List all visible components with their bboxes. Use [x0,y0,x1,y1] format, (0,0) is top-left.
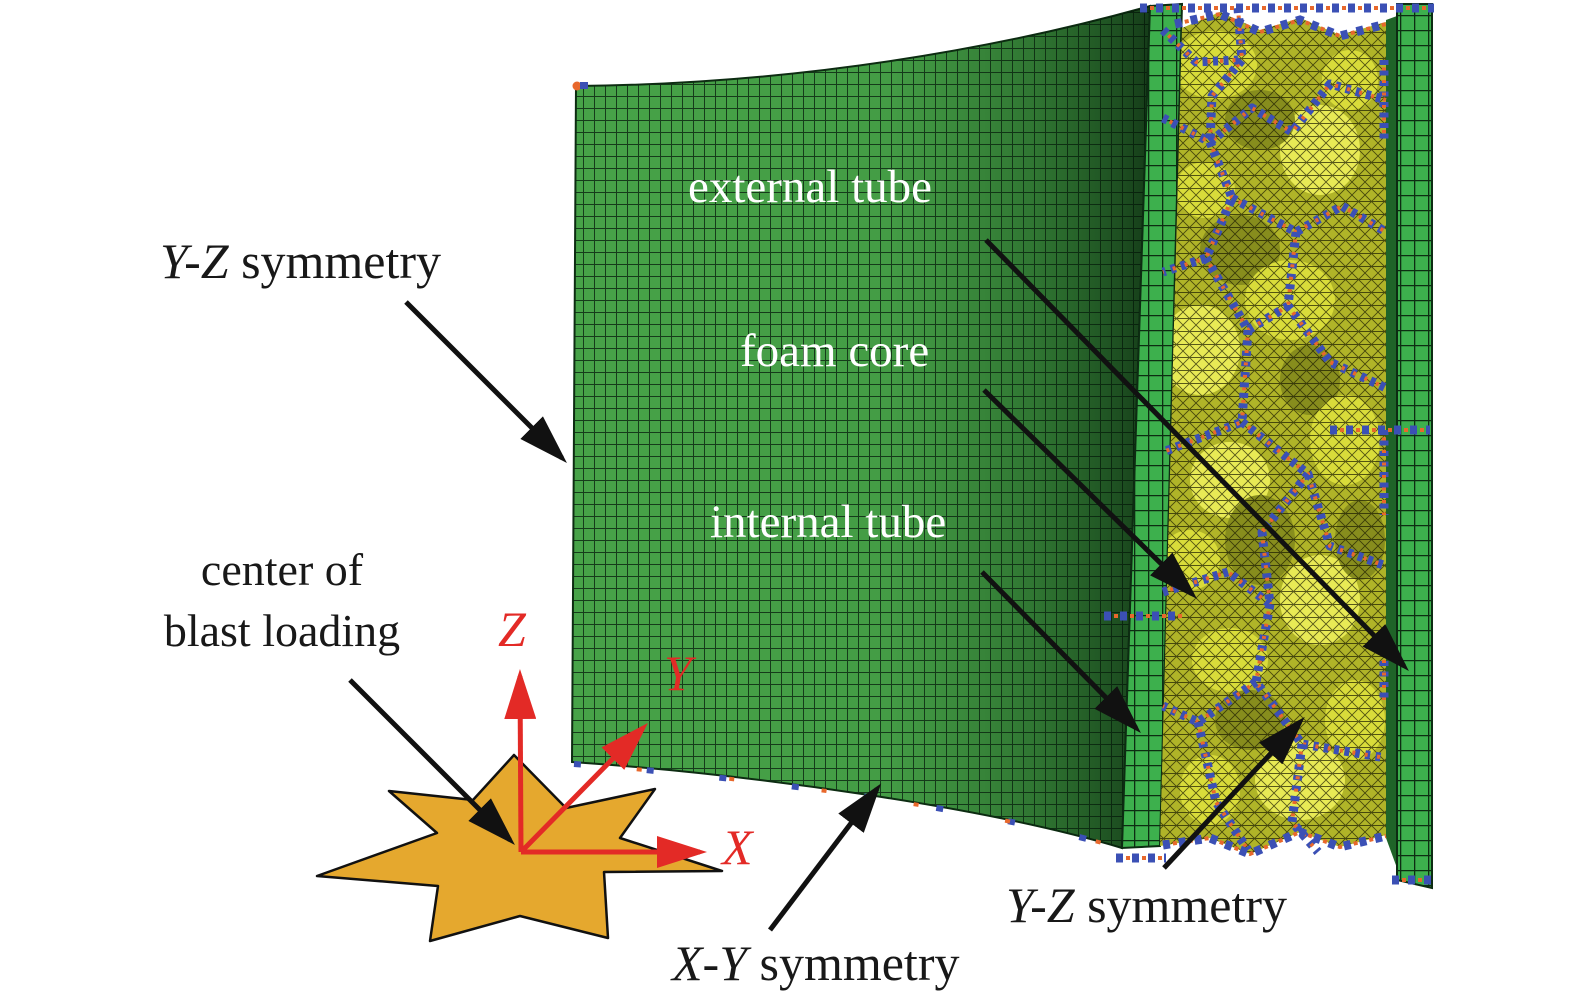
arrow-internal-tube [980,570,1141,733]
label-blast-center-line2: blast loading [163,604,401,656]
arrow-external-tube [984,238,1409,671]
arrow-foam-core [982,388,1197,599]
label-external-tube: external tube [688,161,933,213]
z-axis [504,669,537,853]
label-blast-center-line1: center of [200,544,364,595]
label-blast-center: center of blast loading [122,540,442,661]
tube-panel-mesh [570,4,1152,850]
arrow-yz-symmetry-bottom [1162,716,1305,870]
label-foam-core: foam core [740,325,930,377]
annotation-arrows [348,238,1409,932]
arrow-yz-symmetry-top [404,300,567,463]
label-internal-tube: internal tube [710,496,947,548]
y-axis [519,723,648,854]
arrow-xy-symmetry [768,783,882,932]
label-yz-symmetry-top: Y-Z symmetry [160,233,442,289]
arrow-blast-center [348,678,515,845]
label-yz-symmetry-bottom: Y-Z symmetry [1006,877,1288,933]
axis-label-y: Y [664,645,692,701]
axis-label-x: X [722,819,753,875]
axis-label-z: Z [498,601,526,657]
coordinate-axes [504,669,707,868]
foam-core-mesh [1160,12,1386,854]
external-tube-edge-mesh [1396,3,1433,890]
label-xy-symmetry: X-Y symmetry [672,935,960,991]
